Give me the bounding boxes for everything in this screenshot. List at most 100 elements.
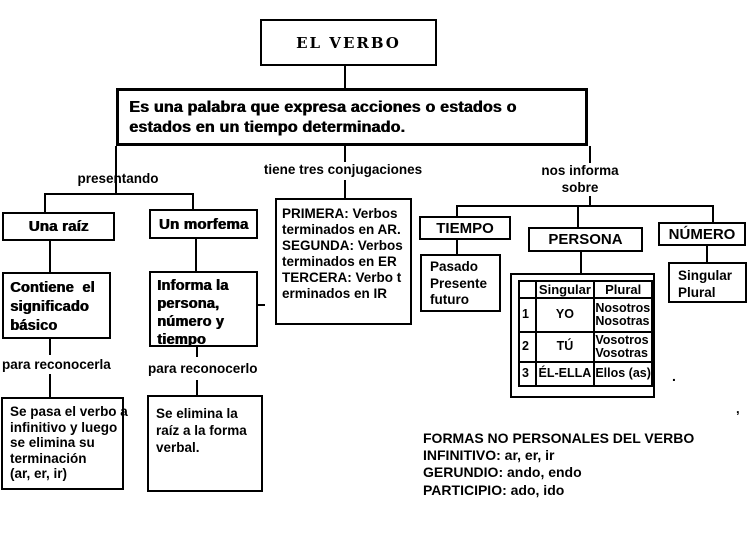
stray-comma-mark: , xyxy=(736,401,740,416)
informa-line-4: tiempo xyxy=(157,332,206,348)
persona-row3-singular: ÉL-ELLA xyxy=(534,361,596,387)
connector-nos-informa-to-branch xyxy=(589,196,591,206)
persona-row3-plural: Ellos (as) xyxy=(593,361,653,387)
conjugaciones-line-1: PRIMERA: Verbos xyxy=(282,206,398,221)
box-numero: NÚMERO xyxy=(658,222,746,246)
informa-line-3: número y xyxy=(157,314,224,330)
connector-reconocerla-to-sepasa xyxy=(49,374,51,397)
persona-row1-plural-line2: Nosotras xyxy=(595,314,650,328)
connector-to-un-morfema xyxy=(192,193,194,210)
connector-raiz-to-contiene xyxy=(49,241,51,273)
edge-label-sobre: sobre xyxy=(561,180,599,195)
root-box-el-verbo: EL VERBO xyxy=(260,19,437,66)
persona-row-3: 3 ÉL-ELLA Ellos (as) xyxy=(518,361,653,387)
tiempo-value-2: Presente xyxy=(430,275,488,291)
persona-row2-num: 2 xyxy=(518,331,537,363)
un-morfema-title: Un morfema xyxy=(158,215,249,233)
persona-header-singular: Singular xyxy=(534,280,596,299)
connector-informa-to-reconocerlo xyxy=(196,346,198,357)
persona-row3-num: 3 xyxy=(518,361,537,387)
una-raiz-title: Una raíz xyxy=(28,218,89,235)
formas-no-personales-block: FORMAS NO PERSONALES DEL VERBO INFINITIV… xyxy=(423,430,694,499)
box-una-raiz: Una raíz xyxy=(2,212,115,241)
box-contiene-significado: Contiene el significado básico xyxy=(2,272,111,339)
se-elimina-line-1: Se elimina la xyxy=(156,406,238,421)
contiene-line-3: básico xyxy=(10,318,58,334)
connector-to-una-raiz xyxy=(44,193,46,213)
persona-table-header-row: Singular Plural xyxy=(518,280,653,299)
connector-reconocerlo-to-elimina xyxy=(196,380,198,395)
connector-definition-to-presentando xyxy=(115,146,117,194)
edge-label-presentando: presentando xyxy=(77,171,159,186)
box-conjugaciones: PRIMERA: Verbos terminados en AR. SEGUND… xyxy=(275,198,412,325)
connector-to-persona xyxy=(577,205,579,227)
informa-line-1: Informa la xyxy=(157,278,229,294)
box-tiempo-values: Pasado Presente futuro xyxy=(420,254,501,312)
persona-header-plural: Plural xyxy=(593,280,653,299)
contiene-line-2: significado xyxy=(10,299,89,315)
connector-label-to-conjugaciones-box xyxy=(344,180,346,198)
connector-root-to-definition xyxy=(344,66,346,88)
persona-row2-plural-line1: Vosotros xyxy=(595,332,649,347)
se-pasa-line-3: se elimina su xyxy=(10,435,95,451)
box-persona: PERSONA xyxy=(528,227,643,252)
tiempo-title: TIEMPO xyxy=(436,219,494,237)
box-se-pasa-el-verbo: Se pasa el verbo a infinitivo y luego se… xyxy=(1,397,128,490)
connector-definition-to-nos-informa xyxy=(589,146,591,163)
connector-stub-informa-right xyxy=(258,304,265,306)
connector-numero-to-values xyxy=(706,245,708,262)
formas-line-4: PARTICIPIO: ado, ido xyxy=(423,481,565,498)
definition-line-2: estados en un tiempo determinado. xyxy=(129,118,405,136)
connector-informa-branch xyxy=(456,205,714,207)
persona-row1-singular: YO xyxy=(534,297,596,333)
connector-persona-to-table xyxy=(580,252,582,273)
edge-label-conjugaciones: tiene tres conjugaciones xyxy=(263,162,423,177)
se-elimina-line-2: raíz a la forma xyxy=(156,423,247,438)
box-tiempo: TIEMPO xyxy=(419,216,511,240)
numero-value-2: Plural xyxy=(678,284,716,300)
persona-title: PERSONA xyxy=(548,231,623,248)
se-pasa-line-1: Se pasa el verbo a xyxy=(10,404,128,419)
contiene-line-1: Contiene el xyxy=(10,280,95,296)
tiempo-value-3: futuro xyxy=(430,292,469,307)
se-elimina-line-3: verbal. xyxy=(156,440,200,455)
formas-line-3: GERUNDIO: ando, endo xyxy=(423,464,582,481)
connector-contiene-to-reconocerla xyxy=(49,339,51,355)
persona-row1-num: 1 xyxy=(518,297,537,333)
edge-label-para-reconocerlo: para reconocerlo xyxy=(148,361,258,376)
edge-label-nos-informa: nos informa xyxy=(541,163,619,178)
definition-box: Es una palabra que expresa acciones o es… xyxy=(116,88,588,146)
persona-row1-plural-line1: Nosotros xyxy=(595,300,651,315)
edge-label-para-reconocerla: para reconocerla xyxy=(2,357,111,372)
conjugaciones-line-5: TERCERA: Verbo t xyxy=(282,270,402,285)
formas-line-2: INFINITIVO: ar, er, ir xyxy=(423,447,555,464)
connector-tiempo-to-values xyxy=(456,239,458,254)
persona-row1-plural: Nosotros Nosotras xyxy=(593,297,653,333)
formas-line-1: FORMAS NO PERSONALES DEL VERBO xyxy=(423,430,695,446)
conjugaciones-line-6: erminados en IR xyxy=(282,286,388,301)
box-persona-table-frame: Singular Plural 1 YO Nosotros Nosotras 2… xyxy=(510,273,655,398)
box-numero-values: Singular Plural xyxy=(668,262,747,303)
persona-row2-plural: Vosotros Vosotras xyxy=(593,331,653,363)
informa-line-2: persona, xyxy=(157,296,220,312)
stray-dot-mark: . xyxy=(672,368,676,384)
connector-morfema-to-informa xyxy=(195,239,197,271)
tiempo-value-1: Pasado xyxy=(430,259,479,274)
connector-presentando-branch xyxy=(44,193,194,195)
box-un-morfema: Un morfema xyxy=(149,209,258,239)
connector-to-numero xyxy=(712,205,714,222)
se-pasa-line-2: infinitivo y luego xyxy=(10,419,118,435)
numero-value-1: Singular xyxy=(678,268,733,283)
conjugaciones-line-2: terminados en AR. xyxy=(282,222,401,237)
se-pasa-line-5: (ar, er, ir) xyxy=(10,466,68,482)
persona-header-blank xyxy=(518,280,537,299)
persona-row2-singular: TÚ xyxy=(534,331,596,363)
persona-row-1: 1 YO Nosotros Nosotras xyxy=(518,297,653,333)
persona-row-2: 2 TÚ Vosotros Vosotras xyxy=(518,331,653,363)
conjugaciones-line-3: SEGUNDA: Verbos xyxy=(282,238,403,253)
se-pasa-line-4: terminación xyxy=(10,450,87,466)
persona-table: Singular Plural 1 YO Nosotros Nosotras 2… xyxy=(518,280,653,387)
box-se-elimina-raiz: Se elimina la raíz a la forma verbal. xyxy=(147,395,263,492)
persona-row2-plural-line2: Vosotras xyxy=(595,346,648,360)
